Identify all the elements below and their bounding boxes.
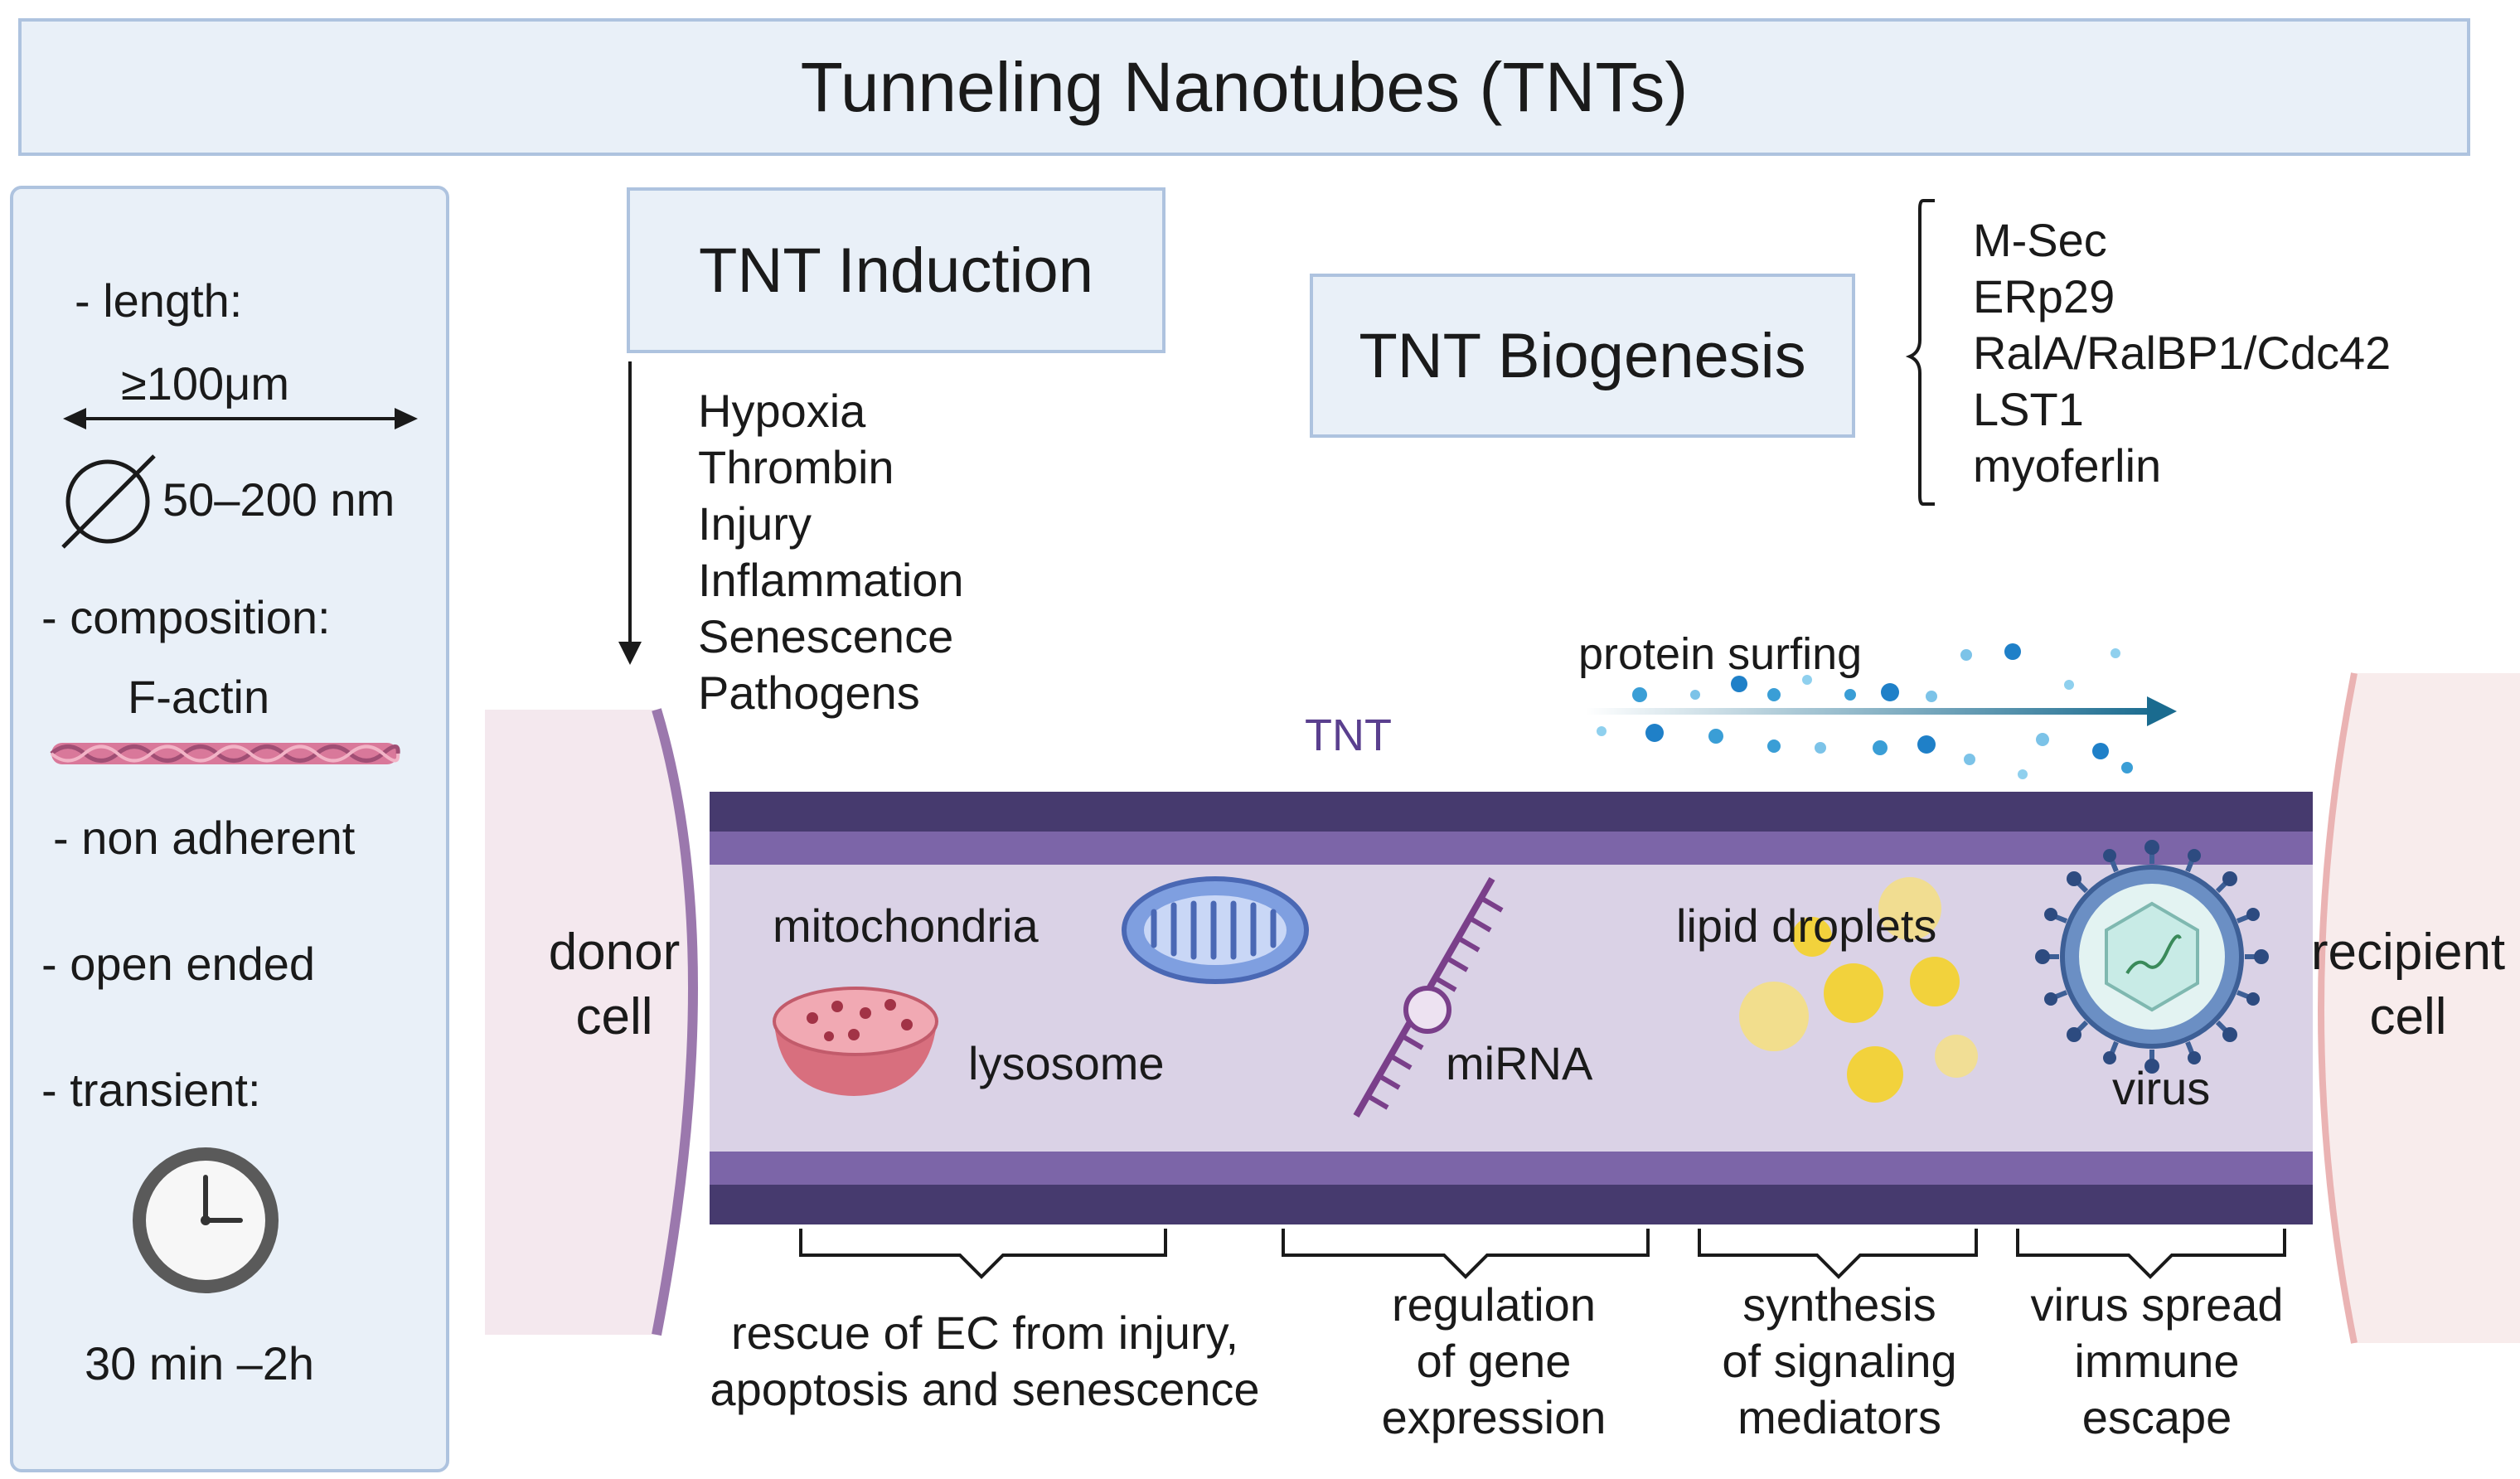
tube-stripe-bottom — [710, 1152, 2313, 1185]
induction-factor: Hypoxia — [698, 385, 866, 437]
tube-stripe-top — [710, 832, 2313, 865]
induction-box: TNT Induction — [627, 187, 1166, 353]
induction-factors: Hypoxia Thrombin Injury Inflammation Sen… — [698, 383, 964, 721]
diameter-icon — [61, 454, 156, 549]
virus-icon — [2035, 840, 2269, 1074]
surfing-arrow-icon — [1585, 696, 2177, 726]
down-arrow-icon — [618, 361, 642, 665]
length-label: - length: — [75, 274, 243, 327]
double-arrow-icon — [63, 408, 418, 429]
donor-cell-label: donor cell — [537, 920, 691, 1050]
function-line: expression — [1381, 1391, 1606, 1443]
mitochondria-label: mitochondria — [773, 900, 1039, 952]
clock-icon — [133, 1147, 279, 1293]
biogenesis-factor: LST1 — [1973, 383, 2084, 435]
tnt-label: TNT — [1305, 710, 1392, 760]
biogenesis-factor: RalA/RalBP1/Cdc42 — [1973, 327, 2392, 379]
virus-label: virus — [2112, 1062, 2211, 1114]
open-ended-label: - open ended — [41, 938, 316, 990]
recipient-cell-line: recipient — [2310, 924, 2506, 981]
mitochondria-icon — [1122, 876, 1309, 984]
title-banner: Tunneling Nanotubes (TNTs) — [18, 18, 2470, 156]
tube-wall-top — [710, 792, 2313, 832]
induction-factor: Injury — [698, 497, 812, 550]
f-actin-icon — [50, 743, 400, 764]
lysosome-icon — [773, 987, 938, 1096]
recipient-cell-membrane — [2318, 672, 2358, 1344]
induction-factor: Pathogens — [698, 667, 920, 719]
function-regulation: regulation of gene expression — [1318, 1277, 1670, 1446]
lysosome-label: lysosome — [968, 1037, 1165, 1089]
biogenesis-factor: myoferlin — [1973, 439, 2162, 492]
mirna-icon — [1353, 877, 1504, 1118]
tube-wall-bottom — [710, 1185, 2313, 1224]
recipient-cell-shape — [2321, 673, 2520, 1343]
function-synthesis: synthesis of signaling mediators — [1691, 1277, 1988, 1446]
function-line: of gene — [1416, 1335, 1572, 1387]
induction-factor: Senescence — [698, 610, 954, 662]
composition-value: F-actin — [128, 671, 270, 723]
function-rescue: rescue of EC from injury, apoptosis and … — [663, 1305, 1306, 1418]
function-line: synthesis — [1742, 1278, 1936, 1331]
function-line: immune — [2074, 1335, 2240, 1387]
function-line: escape — [2081, 1391, 2232, 1443]
mirna-label: miRNA — [1446, 1037, 1593, 1089]
biogenesis-title: TNT Biogenesis — [1359, 320, 1806, 391]
induction-factor: Thrombin — [698, 441, 894, 493]
non-adherent-label: - non adherent — [53, 812, 356, 864]
function-braces — [799, 1229, 2286, 1279]
diameter-value: 50–200 nm — [162, 473, 395, 526]
donor-cell-shape — [485, 710, 693, 1335]
function-line: rescue of EC from injury, — [730, 1307, 1239, 1359]
donor-cell-membrane — [652, 708, 698, 1336]
lipid-droplets-label: lipid droplets — [1676, 900, 1937, 952]
function-line: of signaling — [1722, 1335, 1957, 1387]
donor-cell-line: cell — [575, 988, 653, 1045]
function-line: mediators — [1737, 1391, 1941, 1443]
transient-label: - transient: — [41, 1064, 261, 1116]
induction-factor: Inflammation — [698, 554, 964, 606]
length-value: ≥100μm — [121, 357, 290, 410]
biogenesis-factor: ERp29 — [1973, 270, 2115, 322]
particles-icon — [1597, 643, 2133, 779]
biogenesis-factor: M-Sec — [1973, 214, 2107, 266]
transient-value: 30 min –2h — [85, 1337, 315, 1389]
recipient-cell-label: recipient cell — [2296, 920, 2520, 1050]
induction-title: TNT Induction — [699, 235, 1093, 306]
protein-surfing-label: protein surfing — [1578, 629, 1863, 679]
biogenesis-box: TNT Biogenesis — [1310, 274, 1855, 438]
biogenesis-factors: M-Sec ERp29 RalA/RalBP1/Cdc42 LST1 myofe… — [1973, 212, 2391, 494]
bracket-icon — [1905, 199, 1935, 506]
donor-cell-line: donor — [548, 924, 681, 981]
recipient-cell-line: cell — [2369, 988, 2447, 1045]
lipid-droplets-icon — [1739, 877, 1978, 1103]
function-line: apoptosis and senescence — [710, 1363, 1260, 1415]
page-title: Tunneling Nanotubes (TNTs) — [800, 47, 1689, 126]
function-line: virus spread — [2030, 1278, 2284, 1331]
composition-label: - composition: — [41, 591, 331, 643]
function-virus-spread: virus spread immune escape — [1991, 1277, 2323, 1446]
function-line: regulation — [1392, 1278, 1596, 1331]
